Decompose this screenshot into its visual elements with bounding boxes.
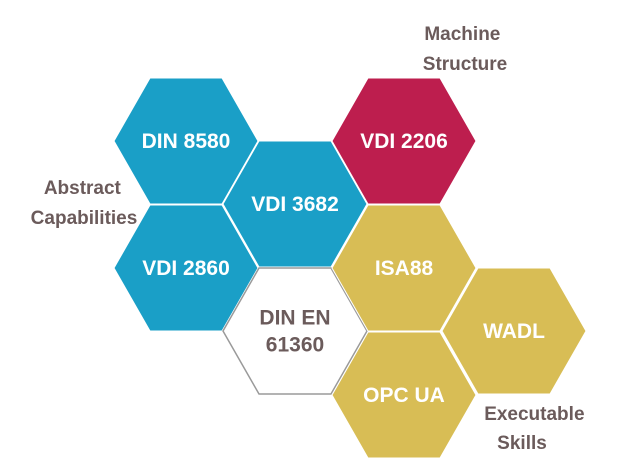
hex-din-en-61360: DIN EN 61360 [222,267,368,395]
hex-din-en-61360-label: DIN EN 61360 [259,307,330,357]
hex-vdi-3682-shape [222,140,368,268]
machine-structure-label: Machine Structure [423,24,507,75]
hex-vdi-2206-shape [331,77,477,205]
hex-wadl-label: WADL [483,320,545,343]
hex-din-8580-line-1: DIN 8580 [142,130,231,153]
hex-vdi-3682-line-1: VDI 3682 [251,193,339,216]
executable-skills-line-2: Skills [497,433,547,454]
hex-vdi-2206-line-1: VDI 2206 [360,130,448,153]
hex-opc-ua-shape [331,331,477,459]
hex-isa88-line-1: ISA88 [375,257,434,280]
hex-vdi-2206-label: VDI 2206 [360,130,448,153]
hex-isa88-label: ISA88 [375,257,434,280]
hex-vdi-2860: VDI 2860 [113,204,259,332]
machine-structure-line-2: Structure [423,54,507,75]
abstract-capabilities-line-2: Capabilities [31,208,138,229]
hex-din-8580: DIN 8580 [113,77,259,205]
executable-skills-line-1: Executable [484,404,584,425]
hex-opc-ua-line-1: OPC UA [363,384,445,407]
hex-isa88: ISA88 [331,204,477,332]
hex-din-en-61360-line-2: 61360 [266,334,324,357]
hex-opc-ua-label: OPC UA [363,384,445,407]
hex-wadl-shape [441,267,587,395]
hex-din-8580-label: DIN 8580 [142,130,231,153]
hex-din-en-61360-shape [222,267,368,395]
hex-din-en-61360-line-1: DIN EN [259,307,330,330]
executable-skills-label: Executable Skills [484,404,590,454]
hex-vdi-2860-shape [113,204,259,332]
hex-vdi-2206: VDI 2206 [331,77,477,205]
machine-structure-line-1: Machine [424,24,500,45]
hex-wadl-line-1: WADL [483,320,545,343]
hex-opc-ua: OPC UA [331,331,477,459]
hex-vdi-3682-label: VDI 3682 [251,193,339,216]
hex-din-8580-shape [113,77,259,205]
hex-vdi-3682: VDI 3682 [222,140,368,268]
hex-vdi-2860-line-1: VDI 2860 [142,257,230,280]
hex-wadl: WADL [441,267,587,395]
abstract-capabilities-line-1: Abstract [44,178,122,199]
abstract-capabilities-label: Abstract Capabilities [31,178,138,229]
hex-vdi-2860-label: VDI 2860 [142,257,230,280]
hex-isa88-shape [331,204,477,332]
